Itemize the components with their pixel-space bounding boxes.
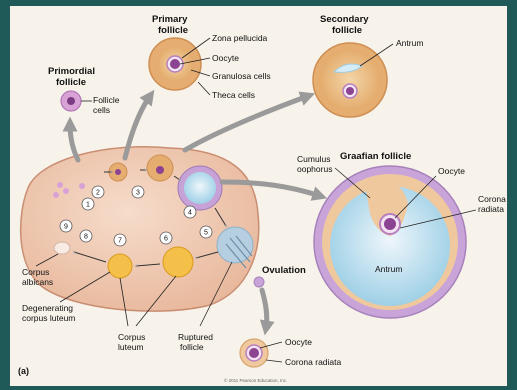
ovary-graafian-antrum xyxy=(184,172,216,204)
ruptured-label-2: follicle xyxy=(180,342,204,352)
corpus-luteum-label-2: luteum xyxy=(118,342,144,352)
ovary-corpus-luteum-large xyxy=(163,247,193,277)
stage-number-7: 7 xyxy=(118,238,122,245)
stage-number-2: 2 xyxy=(96,190,100,197)
follicle-cells-label-2: cells xyxy=(93,105,110,115)
corona-label-2: radiata xyxy=(478,204,504,214)
ovary-primordial-dot-4 xyxy=(79,183,85,189)
stage-marker-2: 2 xyxy=(92,186,104,198)
primary-title-line2: follicle xyxy=(158,25,188,36)
primary-oocyte xyxy=(170,59,180,69)
graafian-oocyte xyxy=(384,218,396,230)
stage-marker-3: 3 xyxy=(132,186,144,198)
graafian-oocyte-label: Oocyte xyxy=(438,166,465,176)
primary-title-line1: Primary xyxy=(152,14,188,25)
ovary-body xyxy=(21,147,259,311)
stage-marker-4: 4 xyxy=(184,206,196,218)
zona-pellucida-label: Zona pellucida xyxy=(212,33,268,43)
stage-marker-7: 7 xyxy=(114,234,126,246)
ovulation-label: Ovulation xyxy=(262,265,306,276)
theca-cells-label: Theca cells xyxy=(212,90,255,100)
ovary-secondary-oocyte xyxy=(156,166,164,174)
stage-number-4: 4 xyxy=(188,210,192,217)
stage-number-9: 9 xyxy=(64,224,68,231)
corona-label-1: Corona xyxy=(478,194,506,204)
cumulus-label-2: oophorus xyxy=(297,164,332,174)
corpus-albicans-label-1: Corpus xyxy=(22,267,49,277)
primordial-oocyte-nucleus xyxy=(67,97,75,105)
ovary-primordial-dot-1 xyxy=(57,182,63,188)
granulosa-cells-label: Granulosa cells xyxy=(212,71,271,81)
copyright-text: © 2011 Pearson Education, Inc. xyxy=(224,377,287,383)
stage-number-8: 8 xyxy=(84,234,88,241)
stage-number-5: 5 xyxy=(204,230,208,237)
primordial-title-line1: Primordial xyxy=(48,66,95,77)
degenerating-label-2: corpus luteum xyxy=(22,313,75,323)
released-oocyte xyxy=(249,348,259,358)
secondary-title-line2: follicle xyxy=(332,25,362,36)
ovary-primordial-dot-2 xyxy=(63,188,69,194)
ovary xyxy=(21,147,259,311)
corpus-albicans-label-2: albicans xyxy=(22,277,53,287)
released-corona-label: Corona radiata xyxy=(285,357,342,367)
primordial-title-line2: follicle xyxy=(56,77,86,88)
stage-marker-5: 5 xyxy=(200,226,212,238)
primary-oocyte-label: Oocyte xyxy=(212,53,239,63)
ovary-ruptured-follicle xyxy=(217,227,253,263)
stage-marker-1: 1 xyxy=(82,198,94,210)
stage-marker-8: 8 xyxy=(80,230,92,242)
stage-marker-6: 6 xyxy=(160,232,172,244)
stage-number-1: 1 xyxy=(86,202,90,209)
released-oocyte-label: Oocyte xyxy=(285,337,312,347)
secondary-antrum-label: Antrum xyxy=(396,38,423,48)
stage-number-3: 3 xyxy=(136,190,140,197)
cumulus-label-1: Cumulus xyxy=(297,154,331,164)
ovary-corpus-luteum-mid xyxy=(108,254,132,278)
ovary-primordial-dot-3 xyxy=(53,192,59,198)
ovulating-oocyte xyxy=(254,277,264,287)
graafian-title: Graafian follicle xyxy=(340,151,411,162)
ovary-corpus-albicans xyxy=(54,242,70,254)
secondary-title-line1: Secondary xyxy=(320,14,369,25)
follicle-cells-label-1: Follicle xyxy=(93,95,120,105)
secondary-oocyte xyxy=(346,87,354,95)
panel-label: (a) xyxy=(18,366,29,376)
corpus-luteum-label-1: Corpus xyxy=(118,332,145,342)
ovary-primary-oocyte xyxy=(115,169,121,175)
degenerating-label-1: Degenerating xyxy=(22,303,73,313)
ruptured-label-1: Ruptured xyxy=(178,332,213,342)
graafian-antrum-label: Antrum xyxy=(375,264,402,274)
stage-number-6: 6 xyxy=(164,236,168,243)
stage-marker-9: 9 xyxy=(60,220,72,232)
